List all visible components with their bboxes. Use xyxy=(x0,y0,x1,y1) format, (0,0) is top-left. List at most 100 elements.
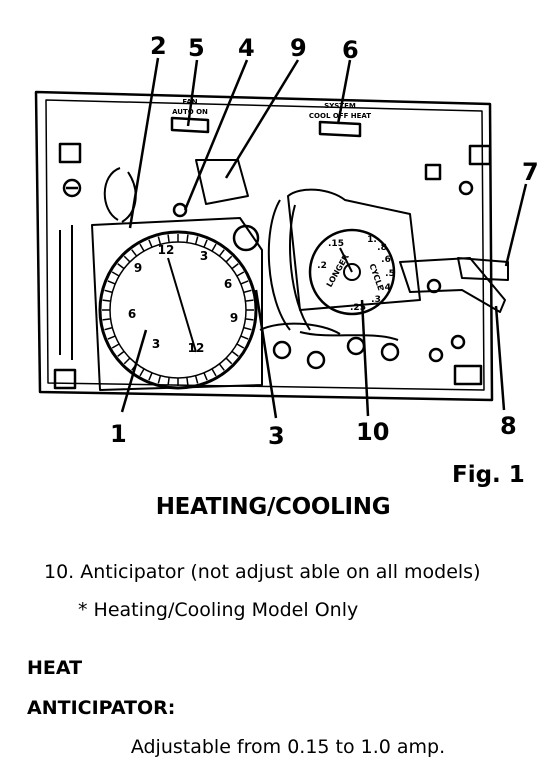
dial-tick xyxy=(107,280,116,285)
dial-tick xyxy=(225,255,233,263)
anticipator-value: .15 xyxy=(328,239,344,249)
callout-3: 3 xyxy=(268,422,285,450)
main-dial-outer xyxy=(98,230,258,390)
dial-tick xyxy=(240,335,249,340)
anticipator-value: .3 xyxy=(371,295,381,305)
callout-5: 5 xyxy=(188,34,205,62)
system-label: SYSTEM xyxy=(324,102,356,110)
anticipator-value: .25 xyxy=(350,303,366,313)
terminal-screw-4 xyxy=(380,342,400,362)
dial-tick xyxy=(111,271,120,277)
dial-tick xyxy=(245,299,254,302)
dial-tick xyxy=(157,236,162,245)
dial-tick xyxy=(218,363,225,371)
callout-7: 7 xyxy=(522,158,539,186)
adjust-screw xyxy=(172,202,188,218)
dial-tick xyxy=(139,243,145,252)
anticipator-value: .5 xyxy=(385,269,395,279)
dial-tick xyxy=(117,263,125,270)
callout-8: 8 xyxy=(500,412,517,440)
dial-tick xyxy=(139,368,145,377)
dial-tick xyxy=(123,255,131,263)
callout-2: 2 xyxy=(150,32,167,60)
callout-1: 1 xyxy=(110,420,127,448)
anticipator-value: .8 xyxy=(377,243,387,253)
dial-tick xyxy=(211,243,217,252)
section-heading-anticipator: ANTICIPATOR: xyxy=(27,697,176,719)
dial-tick xyxy=(186,377,189,386)
figure-label: Fig. 1 xyxy=(452,462,525,488)
anticipator-value: 1. xyxy=(367,235,377,245)
dial-tick xyxy=(243,289,252,294)
system-switch-slot xyxy=(318,120,362,138)
dial-tick xyxy=(231,263,239,270)
dial-number: 6 xyxy=(224,277,232,291)
anticipator-value: .6 xyxy=(381,255,391,265)
dial-tick xyxy=(148,239,153,248)
dial-number: 12 xyxy=(158,243,175,257)
dial-tick xyxy=(218,249,225,257)
dial-tick xyxy=(245,318,254,321)
dial-number: 3 xyxy=(152,337,160,351)
dial-tick xyxy=(104,289,113,294)
thermostat-drawing: 12 3 6 9 12 3 6 9 .15 1. .8 .6 .5 .4 .3 … xyxy=(34,57,528,419)
terminal-block xyxy=(424,163,442,181)
fan-switch-slot xyxy=(170,116,210,134)
callout-6: 6 xyxy=(342,36,359,64)
dial-housing xyxy=(91,217,263,391)
dial-tick xyxy=(167,377,170,386)
dial-tick xyxy=(225,357,233,365)
anticipator-bracket xyxy=(287,188,421,311)
dial-tick xyxy=(240,280,249,285)
tab-top-right xyxy=(468,144,492,166)
thermostat-figure: 12 3 6 9 12 3 6 9 .15 1. .8 .6 .5 .4 .3 … xyxy=(34,32,539,520)
terminal-screw-2 xyxy=(306,350,326,370)
anticipator-word: LONGER xyxy=(325,253,351,289)
terminal-screw-3 xyxy=(346,336,366,356)
figure-title: HEATING/COOLING xyxy=(155,494,391,520)
anticipator-value: .4 xyxy=(381,283,391,293)
dial-number: 12 xyxy=(188,341,205,355)
dial-tick xyxy=(102,318,111,321)
dial-number: 9 xyxy=(230,311,238,325)
anticipator-range-text: Adjustable from 0.15 to 1.0 amp. xyxy=(130,736,446,758)
dial-tick xyxy=(117,350,125,357)
dial-tick xyxy=(236,343,245,349)
callout-4: 4 xyxy=(238,34,255,62)
callout-10: 10 xyxy=(356,418,390,446)
dial-tick xyxy=(107,335,116,340)
dial-tick xyxy=(203,239,208,248)
terminal-screw-1 xyxy=(272,340,292,360)
dial-tick xyxy=(157,375,162,384)
fan-positions-label: AUTO ON xyxy=(172,108,208,116)
dial-tick xyxy=(194,236,199,245)
fan-label: FAN xyxy=(182,98,197,106)
base-plate-inner xyxy=(45,99,485,391)
dial-tick xyxy=(167,234,170,243)
dial-ticks xyxy=(102,234,254,386)
dial-tick xyxy=(231,350,239,357)
dial-tick xyxy=(131,249,138,257)
callout-9: 9 xyxy=(290,34,307,62)
dial-tick xyxy=(211,368,217,377)
anticipator-value: .2 xyxy=(317,261,327,271)
tab-bottom-right xyxy=(453,364,483,386)
system-positions-label: COOL OFF HEAT xyxy=(309,112,371,120)
dial-number: 6 xyxy=(128,307,136,321)
dial-tick xyxy=(243,326,252,331)
legend-note: * Heating/Cooling Model Only xyxy=(78,599,359,621)
base-plate-outline xyxy=(34,90,494,402)
anticipator-word: CYCLE xyxy=(367,263,385,292)
dial-number: 3 xyxy=(200,249,208,263)
dial-tick xyxy=(111,343,120,349)
dial-tick xyxy=(186,234,189,243)
dial-tick xyxy=(123,357,131,365)
dial-tick xyxy=(131,363,138,371)
screw-left xyxy=(62,178,82,198)
section-heading-heat: HEAT xyxy=(27,657,83,679)
dial-knob xyxy=(232,224,260,252)
legend-item-10: 10. Anticipator (not adjust able on all … xyxy=(44,561,481,583)
dial-tick xyxy=(236,271,245,277)
dial-tick xyxy=(203,372,208,381)
mercury-switch xyxy=(195,159,249,205)
